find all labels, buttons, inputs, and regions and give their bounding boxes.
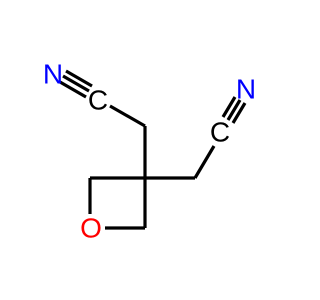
- atom-label-nitrogen-right: N: [236, 74, 256, 105]
- bond-nitrile-left-triple-3: [65, 69, 93, 88]
- atom-label-nitrogen-left: N: [43, 59, 63, 90]
- atom-label-carbon-left: C: [88, 85, 108, 116]
- atom-label-oxygen: O: [80, 213, 102, 244]
- bond-nitrile-left-triple-1: [62, 74, 90, 93]
- bond-nitrile-right-triple-3: [221, 96, 237, 118]
- bond-nitrile-left-triple-2: [59, 80, 87, 99]
- bond-nitrile-right-triple-2: [231, 102, 247, 124]
- bond-ch2-left-to-nitrile-carbon: [109, 104, 146, 128]
- canvas-background: [0, 0, 300, 300]
- bond-ch2-right-to-nitrile-carbon: [193, 145, 216, 179]
- atom-label-carbon-right: C: [210, 117, 230, 148]
- bond-nitrile-right-triple-1: [226, 99, 242, 121]
- molecule-diagram: N C N C O: [0, 0, 300, 300]
